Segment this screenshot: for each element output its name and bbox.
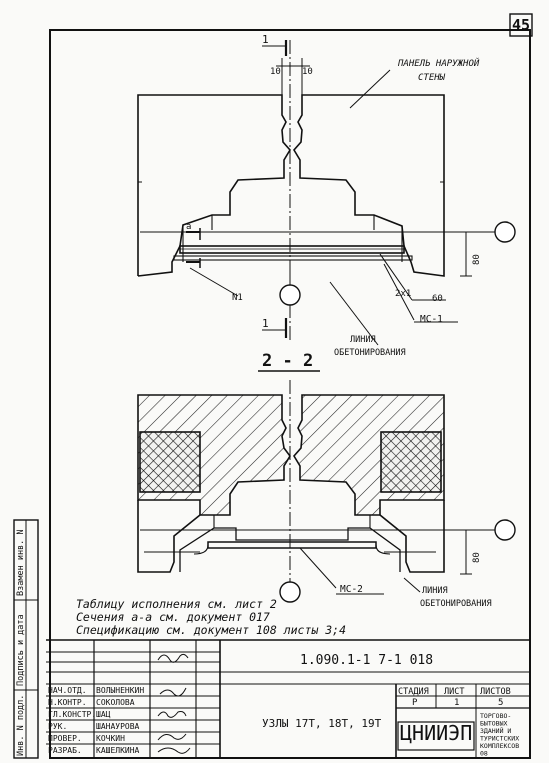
role-name: КАШЕЛКИНА bbox=[96, 746, 140, 755]
stage-value: Р bbox=[412, 698, 418, 708]
doc-code: 1.090.1-1 7-1 018 bbox=[300, 653, 433, 668]
upper-plate bbox=[179, 245, 405, 254]
sheets-value: 5 bbox=[498, 698, 503, 708]
note-execution-table: Таблицу исполнения см. лист 2 bbox=[76, 597, 277, 611]
org-name-line: КОМПЛЕКСОВ bbox=[480, 742, 519, 750]
dim-top-left: 10 bbox=[270, 67, 281, 77]
note-sections: Сечения а-а см. документ 017 bbox=[76, 610, 270, 624]
sidebar-inventory: Инв. N подл. bbox=[16, 694, 26, 756]
insulation-left bbox=[139, 431, 201, 493]
label-slope: 2x1 bbox=[395, 289, 411, 299]
page-number: 45 bbox=[512, 16, 530, 34]
sheet-header: ЛИСТ bbox=[444, 687, 464, 697]
label-offset: 60 bbox=[432, 294, 443, 304]
lower-section: 80 МС-2 ЛИНИЯ ОБЕТОНИРОВАНИЯ bbox=[137, 380, 516, 609]
lower-plate bbox=[207, 541, 377, 549]
a-mark: a bbox=[186, 222, 191, 232]
role-name: СОКОЛОВА bbox=[96, 698, 135, 707]
label-panel-line1: ПАНЕЛЬ НАРУЖНОЙ bbox=[397, 57, 480, 69]
stage-header: СТАДИЯ bbox=[398, 687, 429, 697]
signatures bbox=[157, 653, 191, 754]
org-name-line: БЫТОВЫХ bbox=[480, 720, 507, 728]
insulation-right bbox=[380, 431, 442, 493]
sidebar-replacement: Взамен инв. N bbox=[16, 529, 26, 596]
note-specification: Спецификацию см. документ 108 листы 3;4 bbox=[76, 623, 347, 637]
dim-height-lower: 80 bbox=[472, 552, 482, 563]
cut-mark-top: 1 bbox=[262, 33, 269, 46]
label-ms1: МС-1 bbox=[420, 314, 443, 325]
role-name: ШАНАУРОВА bbox=[96, 722, 140, 731]
label-concreting2-1: ЛИНИЯ bbox=[422, 586, 448, 596]
label-n1: N1 bbox=[232, 293, 243, 303]
drawing-title: УЗЛЫ 17Т, 18Т, 19Т bbox=[262, 717, 382, 730]
dim-top-right: 10 bbox=[302, 67, 313, 77]
role-name: КОЧКИН bbox=[96, 734, 125, 743]
role-label: РУК. bbox=[48, 722, 67, 731]
org-name-line: ТОРГОВО- bbox=[480, 712, 511, 720]
label-panel-line2: СТЕНЫ bbox=[418, 73, 446, 83]
label-concreting-1: ЛИНИЯ bbox=[350, 335, 376, 345]
sidebar-signature: Подпись и дата bbox=[16, 614, 26, 686]
cut-mark-bottom: 1 bbox=[262, 317, 269, 330]
role-name: ВОЛЫНЕНКИН bbox=[96, 686, 144, 695]
org-name-line: ТУРИСТСКИХ bbox=[480, 735, 519, 743]
role-label: ГЛ.КОНСТР. bbox=[48, 710, 96, 719]
label-concreting2-2: ОБЕТОНИРОВАНИЯ bbox=[420, 599, 492, 609]
org-logo: ЦНИИЭП bbox=[400, 721, 472, 745]
org-name-line: ЗДАНИЙ И bbox=[480, 726, 511, 735]
drawing-frame bbox=[13, 13, 533, 759]
role-label: РАЗРАБ. bbox=[48, 746, 82, 755]
role-label: Н.КОНТР. bbox=[48, 698, 87, 707]
label-concreting-2: ОБЕТОНИРОВАНИЯ bbox=[334, 348, 406, 358]
org-name-line: 08 bbox=[480, 750, 488, 758]
role-name: ШАЦ bbox=[96, 710, 111, 719]
role-label: НАЧ.ОТД. bbox=[48, 686, 87, 695]
label-ms2: МС-2 bbox=[340, 584, 363, 595]
sheets-header: ЛИСТОВ bbox=[480, 687, 511, 697]
sheet-value: 1 bbox=[454, 698, 459, 708]
role-label: ПРОВЕР. bbox=[48, 734, 82, 743]
dim-height-upper: 80 bbox=[472, 254, 482, 265]
upper-section: 1 10 10 1 a 80 ПАНЕЛЬ НАРУЖНОЙ СТЕНЫ N1 … bbox=[137, 33, 516, 372]
section-title: 2 - 2 bbox=[262, 351, 313, 371]
title-block-grid bbox=[46, 639, 530, 758]
roles-table: НАЧ.ОТД. ВОЛЫНЕНКИН Н.КОНТР. СОКОЛОВАГЛ.КОН… bbox=[48, 686, 144, 755]
